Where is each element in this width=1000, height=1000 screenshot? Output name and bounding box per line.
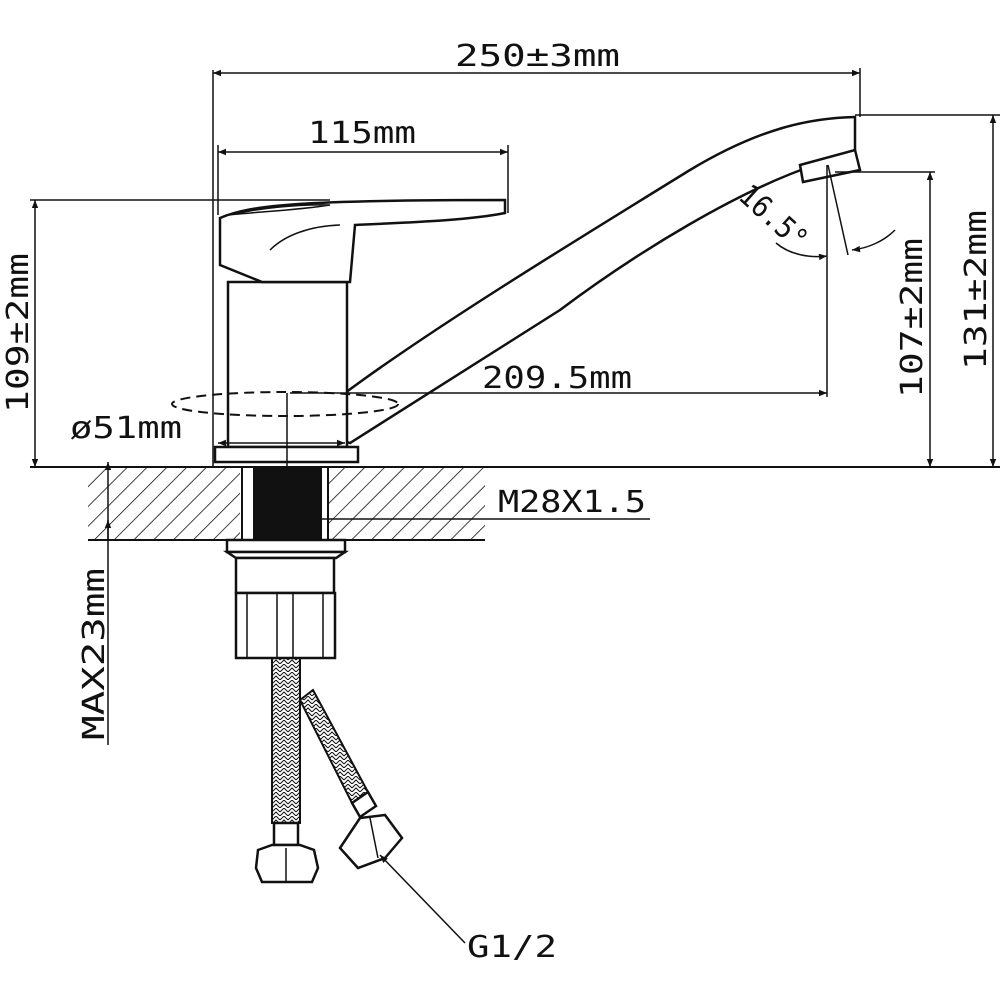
supply-hoses	[254, 657, 404, 884]
outlet-height-label: 107±2mm	[895, 238, 930, 398]
vertical-hose	[271, 657, 301, 824]
faucet-body	[171, 115, 862, 467]
washer-bevel	[222, 550, 350, 560]
threaded-rod	[253, 467, 322, 540]
hose-hex-nut	[254, 843, 320, 884]
total-height-label: 131±2mm	[959, 210, 994, 370]
mounting-nut	[234, 591, 337, 660]
hose-hex-nut	[338, 813, 404, 870]
hex-nut-edge	[369, 817, 379, 859]
countertop	[30, 466, 1000, 541]
hose-ferrule	[350, 790, 378, 819]
mounting-hardware	[222, 538, 350, 660]
hose-ferrule	[272, 821, 300, 847]
spout-reach-label: 209.5mm	[482, 361, 632, 396]
hose-connection-leader-line	[379, 854, 466, 944]
handle-length-label: 115mm	[308, 116, 416, 151]
spout-angle-arc	[775, 242, 828, 261]
spout	[335, 115, 857, 445]
base-footprint-outline	[171, 391, 399, 417]
handle-detail-line	[227, 204, 331, 216]
spout-angle-reference-line	[827, 164, 849, 256]
lever-handle	[218, 198, 507, 284]
thread-label: M28X1.5	[498, 485, 646, 520]
washer	[225, 538, 347, 554]
max-thickness-label: MAX23mm	[77, 568, 112, 740]
mounting-sleeve	[234, 556, 336, 595]
handle-height-label: 109±2mm	[1, 253, 36, 413]
hose-connection-label: G1/2	[467, 930, 557, 965]
spout-angle-arc	[851, 229, 896, 253]
overall-length-label: 250±3mm	[455, 39, 620, 74]
aerator-nozzle	[798, 148, 862, 184]
base-diameter-label: ø51mm	[70, 411, 182, 446]
spout-angle-label: 16.5°	[732, 178, 815, 258]
dimension-lines	[30, 68, 1000, 944]
angled-hose	[298, 688, 370, 805]
handle-detail-curve	[269, 224, 341, 251]
